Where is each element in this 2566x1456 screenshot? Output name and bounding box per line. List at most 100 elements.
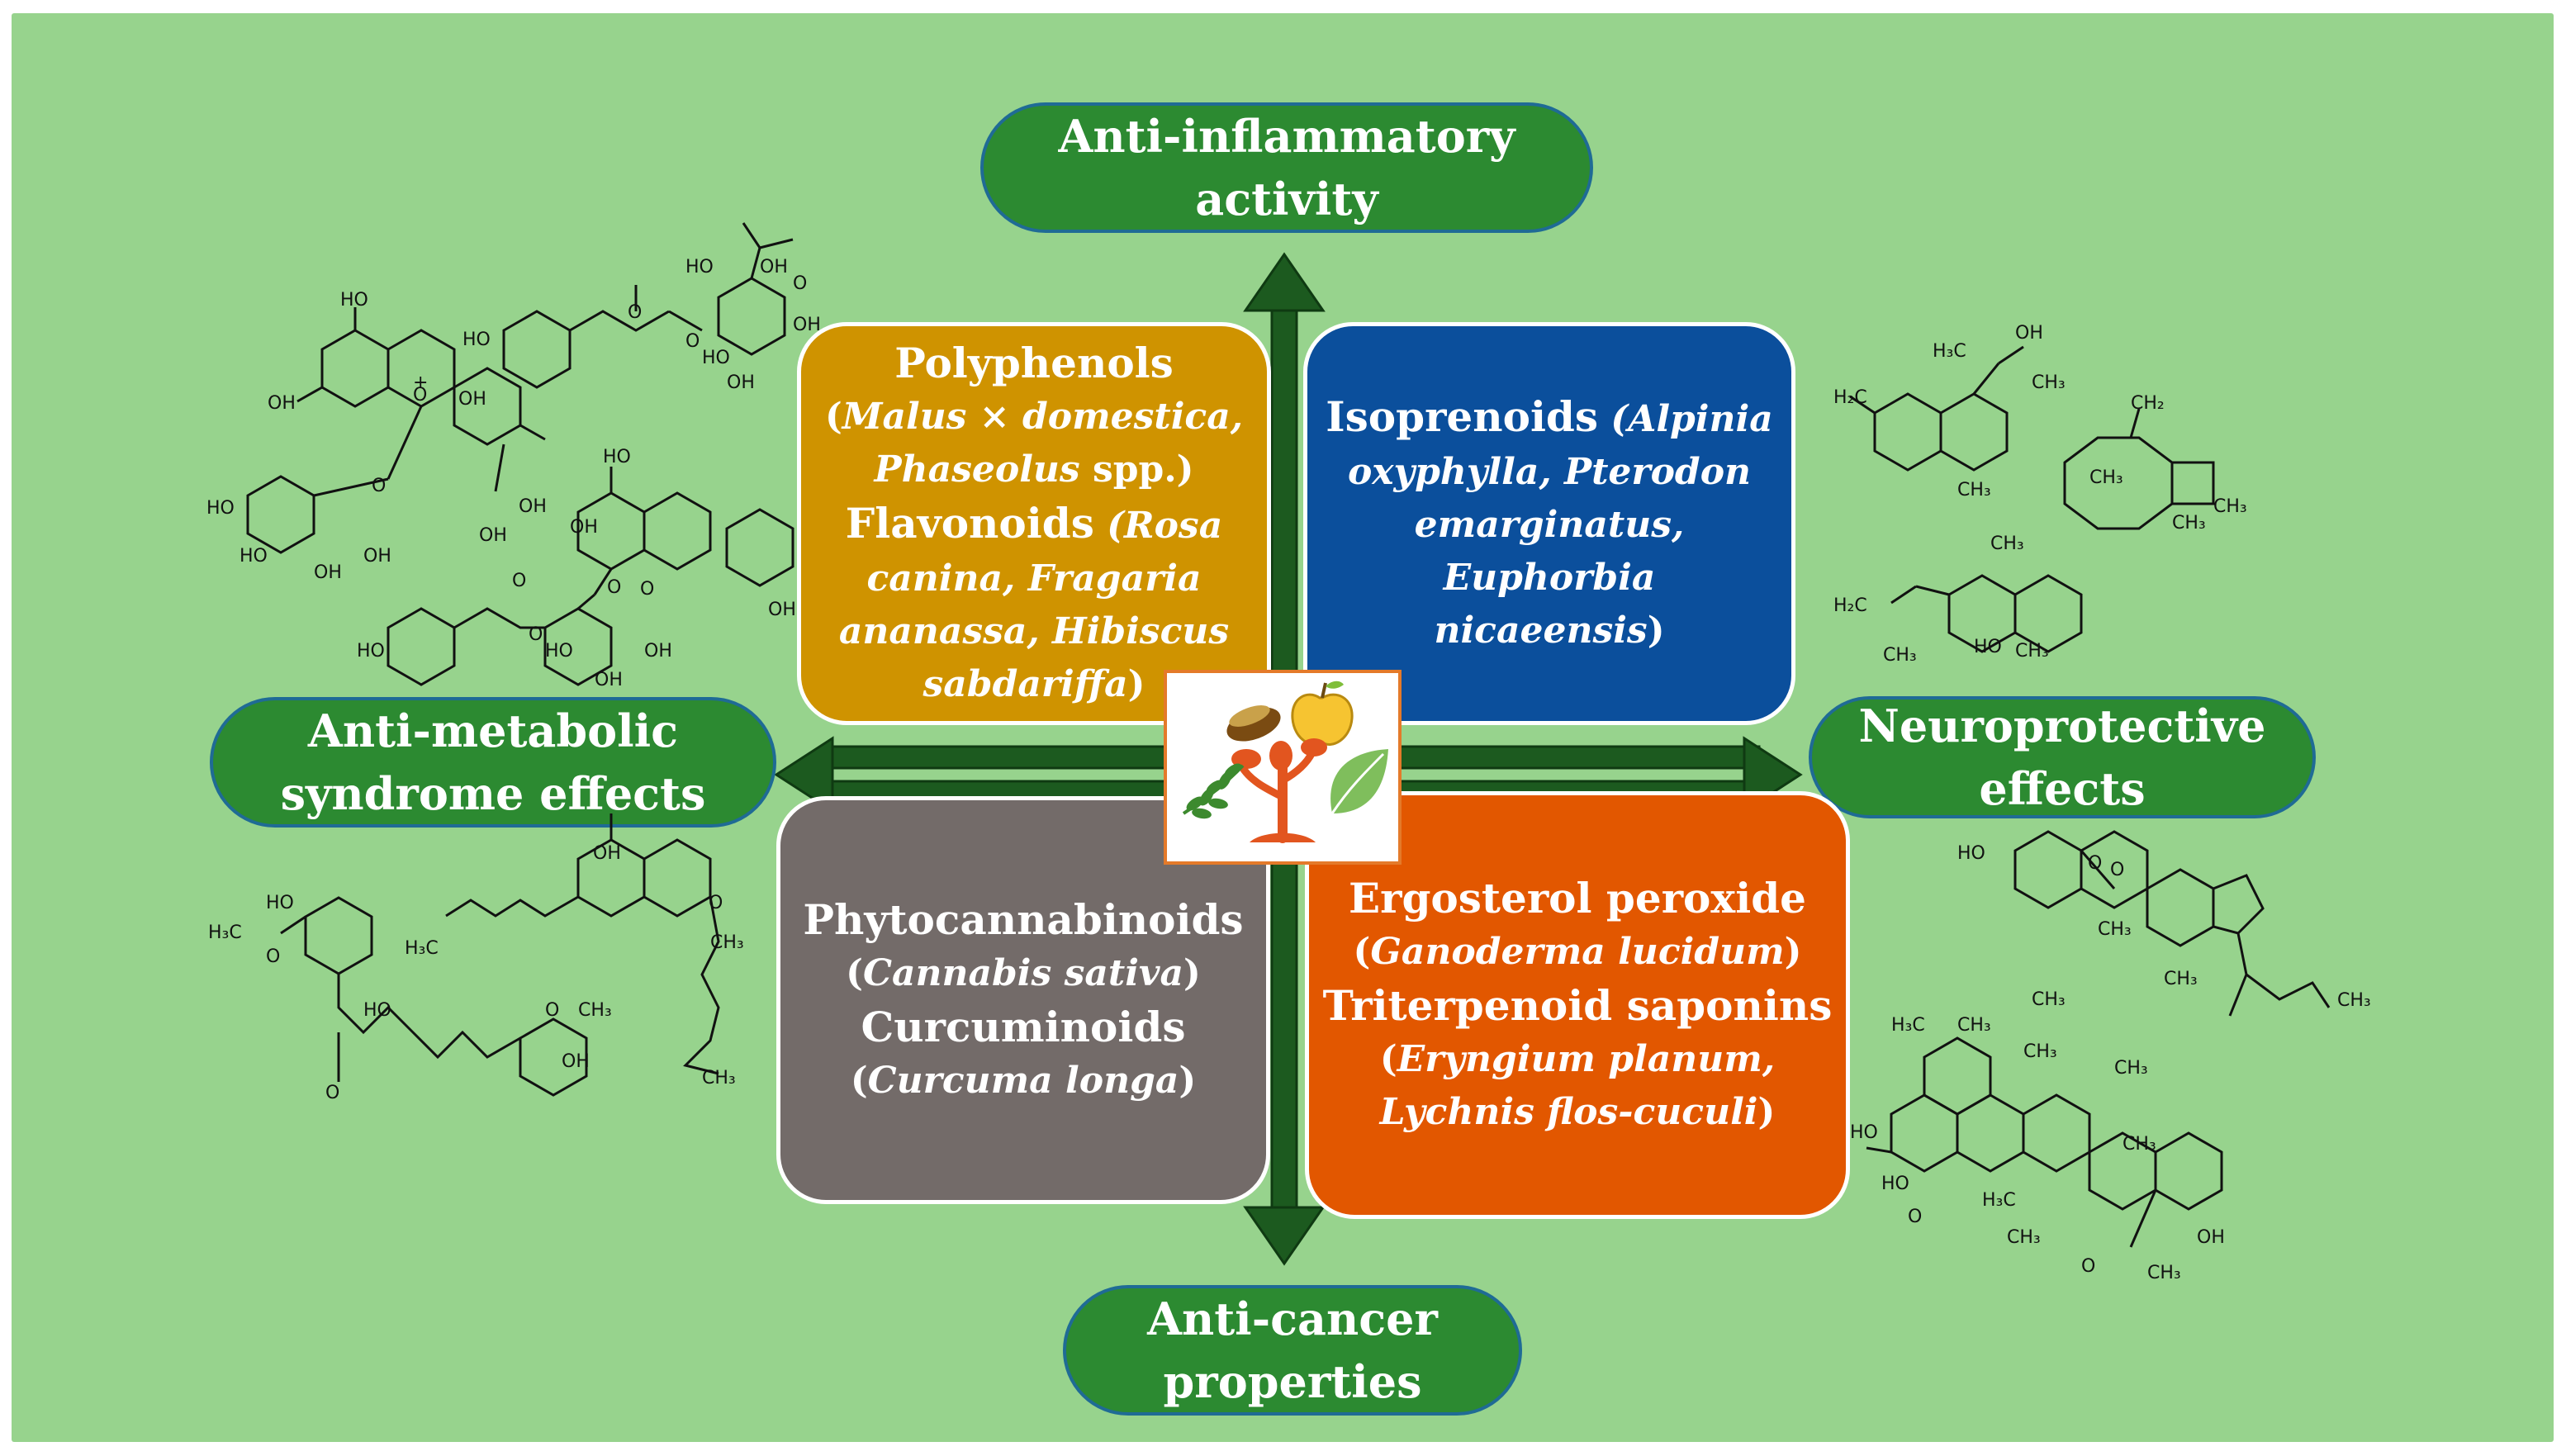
svg-text:OH: OH xyxy=(519,496,547,517)
svg-text:HO: HO xyxy=(206,498,235,519)
svg-text:OH: OH xyxy=(2015,323,2043,344)
svg-text:O: O xyxy=(640,579,654,600)
svg-text:OH: OH xyxy=(727,372,755,393)
svg-text:H₃C: H₃C xyxy=(208,922,242,943)
svg-text:HO: HO xyxy=(545,641,573,662)
svg-text:O: O xyxy=(266,946,280,967)
box-polyphenols: Polyphenols (Malus × domestica, Phaseolu… xyxy=(797,322,1271,725)
svg-text:H₃C: H₃C xyxy=(1982,1190,2016,1211)
svg-text:CH₃: CH₃ xyxy=(2032,372,2066,393)
svg-text:CH₃: CH₃ xyxy=(710,932,744,953)
svg-text:OH: OH xyxy=(593,843,621,864)
svg-text:O: O xyxy=(2081,1256,2095,1277)
svg-text:CH₃: CH₃ xyxy=(2172,513,2206,534)
molecule-anthocyanin xyxy=(246,307,546,554)
svg-text:HO: HO xyxy=(363,1000,391,1021)
svg-text:O: O xyxy=(372,476,386,496)
polyphenols-title: Polyphenols xyxy=(894,339,1174,387)
svg-text:CH₃: CH₃ xyxy=(2032,989,2066,1010)
svg-text:OH: OH xyxy=(268,393,296,414)
svg-text:OH: OH xyxy=(363,546,391,567)
plant-icon xyxy=(1164,670,1402,865)
svg-text:CH₃: CH₃ xyxy=(1990,534,2024,554)
flavonoids-title: Flavonoids xyxy=(845,499,1094,548)
svg-text:HO: HO xyxy=(1850,1122,1878,1143)
svg-text:CH₃: CH₃ xyxy=(2098,919,2132,940)
svg-text:O: O xyxy=(512,571,526,591)
svg-text:CH₃: CH₃ xyxy=(1883,645,1917,666)
svg-text:CH₃: CH₃ xyxy=(702,1068,736,1088)
svg-text:CH₃: CH₃ xyxy=(2337,990,2371,1011)
svg-text:H₃C: H₃C xyxy=(405,938,439,959)
phytocannabinoids-title: Phytocannabinoids xyxy=(803,895,1244,944)
svg-text:OH: OH xyxy=(479,525,507,546)
svg-text:CH₂: CH₂ xyxy=(2131,393,2165,414)
molecule-chlorogenic-acid xyxy=(502,222,794,389)
svg-text:CH₃: CH₃ xyxy=(2089,467,2123,488)
molecule-gingerol xyxy=(280,896,588,1097)
arrow-down-head xyxy=(1243,1206,1326,1266)
svg-text:CH₃: CH₃ xyxy=(2007,1227,2041,1248)
svg-text:CH₃: CH₃ xyxy=(578,1000,612,1021)
svg-text:CH₃: CH₃ xyxy=(2015,641,2049,662)
svg-text:CH₃: CH₃ xyxy=(1957,1015,1991,1036)
svg-text:HO: HO xyxy=(340,290,368,311)
svg-text:HO: HO xyxy=(1881,1174,1909,1194)
svg-text:O: O xyxy=(628,302,642,323)
svg-text:HO: HO xyxy=(462,330,491,350)
curcuminoids-title: Curcuminoids xyxy=(861,1003,1186,1051)
svg-text:O: O xyxy=(793,273,807,294)
svg-text:HO: HO xyxy=(266,893,294,913)
svg-text:H₂C: H₂C xyxy=(1833,595,1867,616)
svg-text:O: O xyxy=(2110,860,2124,880)
svg-text:HO: HO xyxy=(702,348,730,368)
molecule-triterpenoid xyxy=(1866,1036,2223,1248)
molecule-cannabinoid xyxy=(445,813,720,1075)
svg-text:O: O xyxy=(545,1000,559,1021)
svg-text:CH₃: CH₃ xyxy=(2114,1058,2148,1079)
svg-text:CH₃: CH₃ xyxy=(1957,480,1991,500)
molecule-ergosterol-peroxide xyxy=(2013,830,2331,1017)
molecule-tiliroside xyxy=(387,467,794,686)
svg-text:OH: OH xyxy=(562,1051,590,1072)
arrow-up-head xyxy=(1243,252,1326,312)
box-isoprenoids: Isoprenoids (Alpinia oxyphylla, Pterodon… xyxy=(1303,322,1795,725)
svg-text:O: O xyxy=(2088,853,2102,874)
svg-text:HO: HO xyxy=(357,641,385,662)
svg-text:OH: OH xyxy=(458,389,486,410)
svg-text:OH: OH xyxy=(595,670,623,690)
svg-text:OH: OH xyxy=(793,315,821,335)
svg-text:OH: OH xyxy=(768,600,796,620)
triterpenoid-title: Triterpenoid saponins xyxy=(1322,981,1833,1030)
svg-text:O: O xyxy=(1908,1207,1922,1227)
svg-text:+: + xyxy=(413,372,428,393)
svg-text:O: O xyxy=(325,1083,339,1103)
svg-text:HO: HO xyxy=(685,257,714,277)
svg-text:HO: HO xyxy=(1957,843,1985,864)
svg-text:OH: OH xyxy=(760,257,788,277)
svg-text:O: O xyxy=(529,624,543,645)
svg-text:HO: HO xyxy=(1974,637,2002,657)
svg-text:CH₃: CH₃ xyxy=(2164,969,2198,989)
svg-text:O: O xyxy=(607,577,621,598)
svg-text:O: O xyxy=(413,385,427,405)
molecule-sesquiterpenes xyxy=(1849,345,2215,653)
svg-text:OH: OH xyxy=(2197,1227,2225,1248)
svg-text:HO: HO xyxy=(240,546,268,567)
arrow-left-head xyxy=(774,736,834,813)
ergosterol-title: Ergosterol peroxide xyxy=(1349,874,1806,922)
svg-text:H₂C: H₂C xyxy=(1833,387,1867,408)
svg-text:H₃C: H₃C xyxy=(1891,1015,1925,1036)
svg-text:HO: HO xyxy=(603,447,631,467)
svg-text:OH: OH xyxy=(570,517,598,538)
isoprenoids-title: Isoprenoids xyxy=(1326,392,1599,441)
svg-text:CH₃: CH₃ xyxy=(2023,1041,2057,1062)
svg-text:CH₃: CH₃ xyxy=(2213,496,2247,517)
svg-text:O: O xyxy=(685,331,700,352)
svg-text:O: O xyxy=(709,893,723,913)
